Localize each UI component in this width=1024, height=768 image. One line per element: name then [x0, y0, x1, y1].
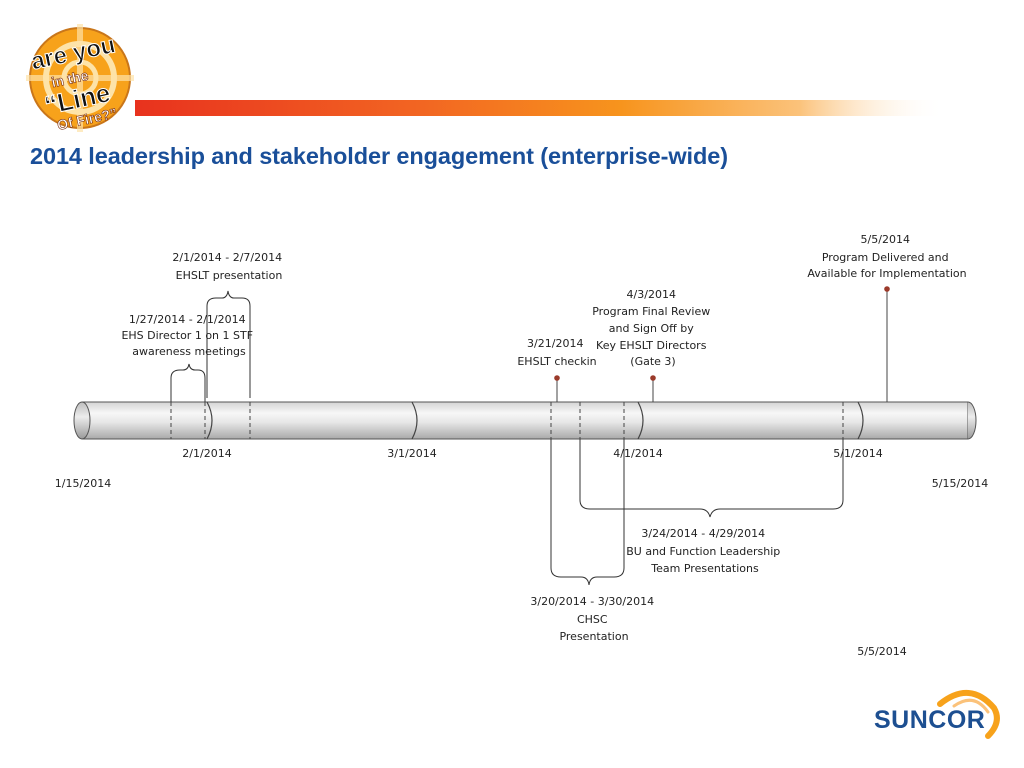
timeline-bar — [81, 401, 969, 440]
callout-bu-leadership: 3/24/2014 - 4/29/2014 BU and Function Le… — [626, 527, 784, 575]
suncor-logo: SUNCOR — [874, 689, 1000, 739]
callout-line: Team Presentations — [650, 562, 759, 575]
month-divider-may — [857, 401, 864, 440]
callout-line: EHSLT presentation — [176, 269, 283, 282]
line-of-fire-logo: are you in the “Line Of Fire?” — [26, 24, 134, 132]
range-bracket-ehslt-presentation — [206, 290, 251, 398]
callout-dates: 2/1/2014 - 2/7/2014 — [172, 251, 282, 264]
callout-dates: 3/20/2014 - 3/30/2014 — [530, 595, 654, 608]
suncor-wordmark: SUNCOR — [874, 706, 985, 734]
range-bracket-chsc — [550, 439, 625, 586]
callout-ehslt-checkin: 3/21/2014 EHSLT checkin — [517, 337, 596, 368]
callout-line: EHSLT checkin — [517, 355, 596, 368]
logo-line-2: in the — [50, 67, 90, 90]
callout-program-delivered: 5/5/2014 Program Delivered and Available… — [807, 233, 966, 280]
callout-dates: 3/21/2014 — [527, 337, 583, 350]
header-accent-bar — [135, 100, 945, 116]
callout-dates: 1/27/2014 - 2/1/2014 — [129, 313, 246, 326]
callout-line: Key EHSLT Directors — [596, 339, 707, 352]
timeline-bar-end-cap — [967, 401, 977, 440]
callout-ehs-director: 1/27/2014 - 2/1/2014 EHS Director 1 on 1… — [121, 313, 256, 358]
axis-label-feb: 2/1/2014 — [182, 447, 231, 460]
callout-dates: 5/5/2014 — [861, 233, 910, 246]
month-divider-apr — [637, 401, 644, 440]
callout-chsc: 3/20/2014 - 3/30/2014 CHSC Presentation — [530, 595, 657, 643]
callout-final-review: 4/3/2014 Program Final Review and Sign O… — [592, 288, 714, 368]
range-bracket-bu-leadership — [579, 439, 844, 518]
milestone-dot — [554, 375, 560, 381]
callout-dates: 4/3/2014 — [627, 288, 676, 301]
callout-line: EHS Director 1 on 1 STF — [121, 329, 253, 342]
milestone-dot — [650, 375, 656, 381]
timeline-bar-start-cap — [73, 401, 91, 440]
callout-line: Available for Implementation — [807, 267, 966, 280]
range-bracket-ehs-director — [170, 363, 206, 402]
callout-line: BU and Function Leadership — [626, 545, 780, 558]
axis-label-may: 5/1/2014 — [833, 447, 882, 460]
callout-line: Presentation — [559, 630, 628, 643]
callout-line: CHSC — [577, 613, 608, 626]
callout-line: awareness meetings — [132, 345, 246, 358]
range-end-label: 5/15/2014 — [932, 477, 988, 490]
axis-label-apr: 4/1/2014 — [613, 447, 662, 460]
callout-dates: 3/24/2014 - 4/29/2014 — [641, 527, 765, 540]
axis-label-mar: 3/1/2014 — [387, 447, 436, 460]
range-start-label: 1/15/2014 — [55, 477, 111, 490]
callout-ehslt-presentation: 2/1/2014 - 2/7/2014 EHSLT presentation — [172, 251, 285, 282]
callout-line: Program Delivered and — [822, 251, 949, 264]
bottom-date-label: 5/5/2014 — [857, 645, 906, 658]
callout-line: (Gate 3) — [630, 355, 675, 368]
sun-arc-icon — [937, 689, 1000, 739]
sun-arc-inner-icon — [952, 698, 990, 714]
callout-line: Program Final Review — [592, 305, 710, 318]
page-title: 2014 leadership and stakeholder engageme… — [30, 143, 728, 169]
milestone-dot — [884, 286, 890, 292]
month-divider-mar — [411, 401, 418, 440]
month-divider-feb — [206, 401, 213, 440]
callout-line: and Sign Off by — [609, 322, 694, 335]
